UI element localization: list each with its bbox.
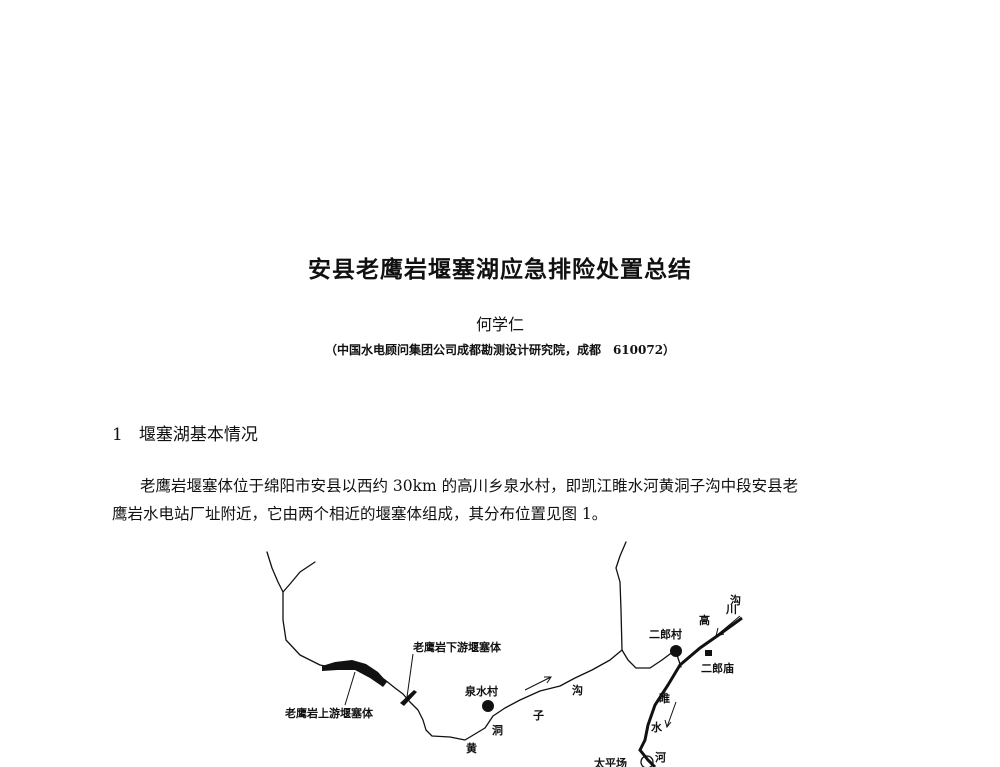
flow-arrow-icon <box>524 676 552 691</box>
label-upstream-dam: 老鹰岩上游堰塞体 <box>284 706 374 720</box>
label-river: 水 <box>651 720 663 734</box>
label-river: 子 <box>533 709 544 722</box>
village-marker-erlang <box>670 645 682 657</box>
paragraph-line-1: 老鹰岩堰塞体位于绵阳市安县以西约 30km 的高川乡泉水村，即凯江睢水河黄洞子沟… <box>140 477 799 495</box>
lake-upstream <box>322 660 387 687</box>
label-river: 沟 <box>572 683 583 697</box>
river-branch-left <box>282 561 316 593</box>
temple-marker-erlang <box>705 650 712 656</box>
village-marker-quanshui <box>482 700 494 712</box>
label-erlang-temple: 二郎庙 <box>701 661 734 675</box>
label-river: 川 <box>725 603 737 616</box>
river-huangdongzi <box>266 551 677 741</box>
river-branch-right <box>615 541 627 651</box>
label-river: 洞 <box>492 723 503 737</box>
flow-arrow-icon <box>715 615 741 637</box>
label-river: 河 <box>655 750 666 764</box>
dam-marker <box>400 690 417 706</box>
label-river: 黄 <box>466 741 477 755</box>
label-erlang-village: 二郎村 <box>649 627 682 641</box>
suishui-river <box>638 616 743 767</box>
flow-arrow-icon <box>664 701 677 729</box>
section-title: 堰塞湖基本情况 <box>138 425 258 445</box>
leader-line-upstream <box>344 671 356 706</box>
label-taiping: 太平场 <box>593 756 627 767</box>
author: 何学仁 <box>475 315 524 334</box>
label-river: 睢 <box>659 691 670 705</box>
leader-line-downstream <box>406 653 414 698</box>
affiliation: （中国水电顾问集团公司成都勘测设计研究院，成都 610072） <box>324 343 676 357</box>
label-downstream-dam: 老鹰岩下游堰塞体 <box>412 640 502 654</box>
section-number: 1 <box>112 425 123 445</box>
paper-title: 安县老鹰岩堰塞湖应急排险处置总结 <box>308 257 692 283</box>
label-river: 沟 <box>730 593 741 607</box>
label-river: 高 <box>699 613 710 627</box>
paragraph-line-2: 鹰岩水电站厂址附近，它由两个相近的堰塞体组成，其分布位置见图 1。 <box>112 505 608 523</box>
section-heading: 1 堰塞湖基本情况 <box>112 420 258 445</box>
label-quanshui: 泉水村 <box>464 684 498 698</box>
town-marker-taiping <box>640 755 654 767</box>
